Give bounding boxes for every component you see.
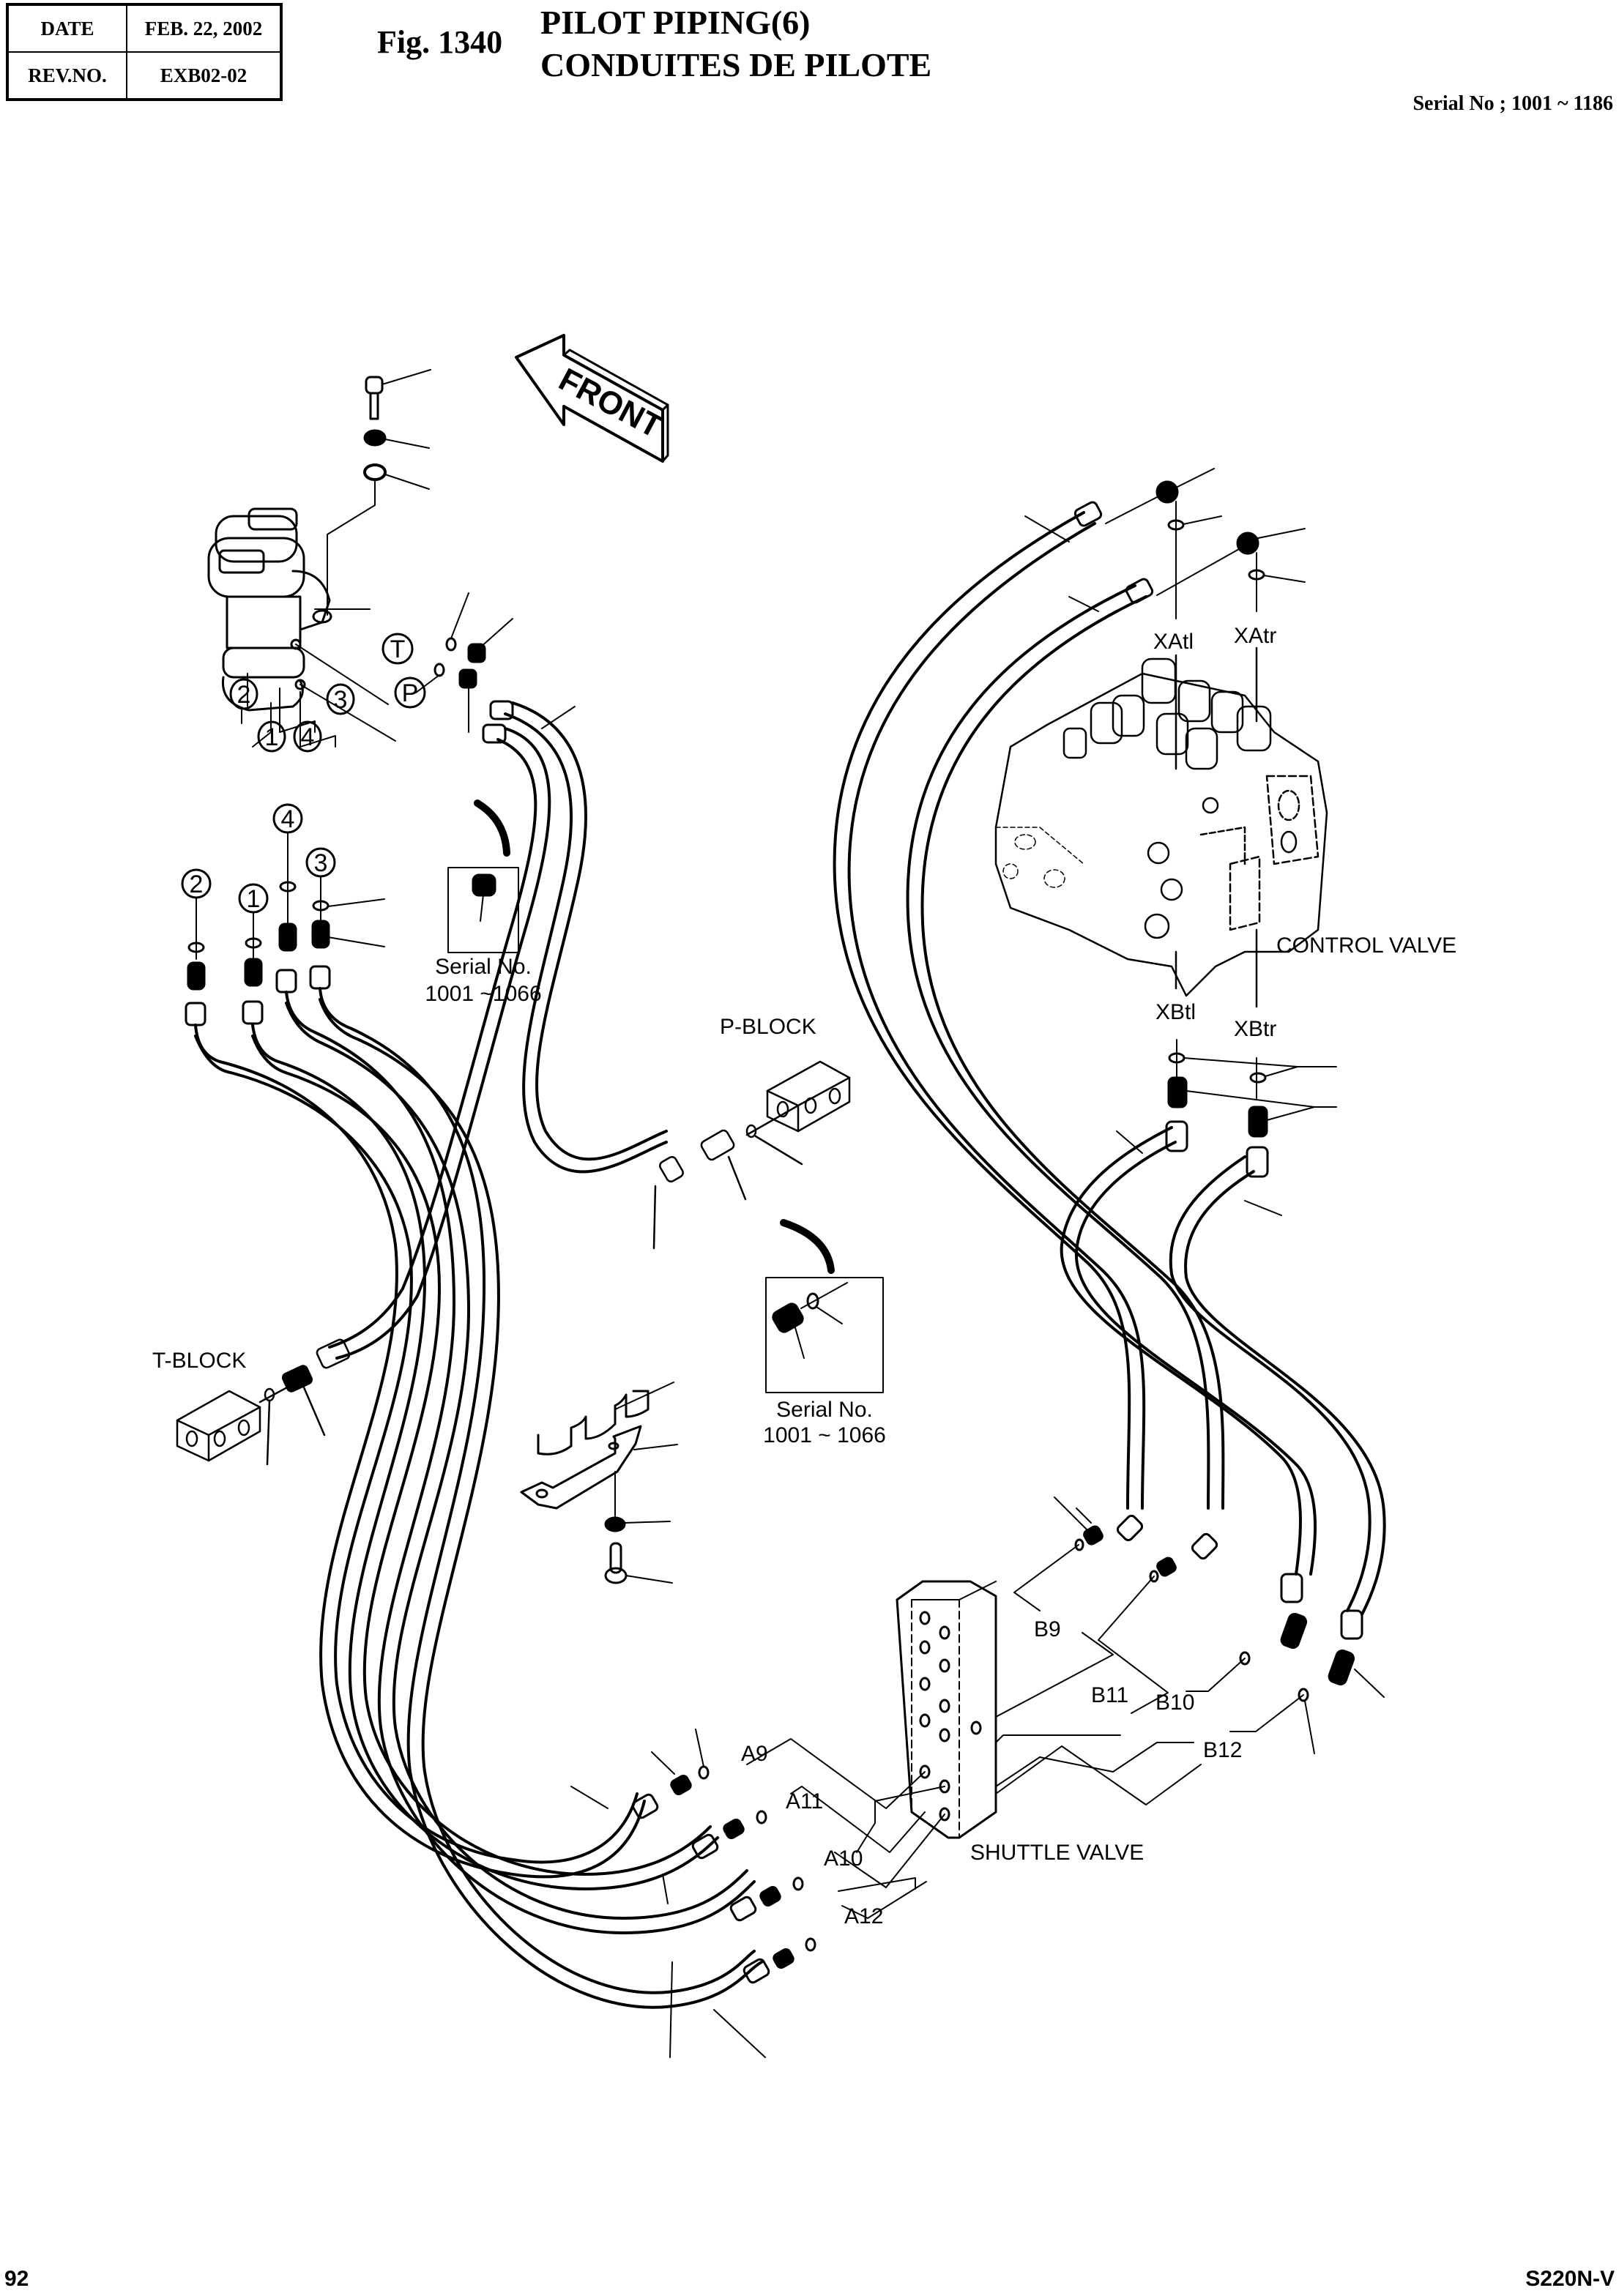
front-arrow-icon: FRONT xyxy=(515,334,669,463)
fitting-adapters xyxy=(187,881,330,991)
port-label-b11: B11 xyxy=(1091,1683,1128,1707)
inset-top-caption-2: 1001 ~1066 xyxy=(425,982,541,1006)
svg-text:1: 1 xyxy=(265,723,279,751)
port-label-a9: A9 xyxy=(741,1742,768,1766)
shuttle-valve-label: SHUTTLE VALVE xyxy=(970,1841,1144,1865)
svg-text:T: T xyxy=(390,636,406,663)
callout-4: 4 xyxy=(293,720,322,753)
b-port-leaders xyxy=(995,1544,1304,1805)
svg-text:4: 4 xyxy=(281,805,295,833)
a-port-leaders xyxy=(746,1738,945,1919)
port-label-b10: B10 xyxy=(1155,1691,1194,1715)
port-callout-t: T xyxy=(382,633,414,665)
rev-label: REV.NO. xyxy=(7,51,127,100)
svg-text:4: 4 xyxy=(301,723,315,751)
port-label-a10: A10 xyxy=(824,1846,863,1871)
clamp-washer-icon xyxy=(604,1516,671,1532)
travel-pedal-valve xyxy=(207,507,396,748)
rev-value: EXB02-02 xyxy=(126,51,282,100)
svg-text:2: 2 xyxy=(190,871,204,898)
port-label-b12: B12 xyxy=(1203,1738,1242,1762)
adapter-icon xyxy=(458,668,477,689)
fitting-callout-4: 4 xyxy=(272,803,303,927)
port-label-a12: A12 xyxy=(844,1904,883,1928)
model-number: S220N-V xyxy=(1525,2267,1615,2291)
a-side-fittings xyxy=(631,1729,816,1984)
adapter-icon xyxy=(467,643,486,663)
port-label-xbtr: XBtr xyxy=(1234,1017,1276,1041)
b-side-fittings xyxy=(1054,1496,1385,1754)
lock-washer-icon xyxy=(363,429,430,449)
port-label-xatr: XAtr xyxy=(1234,624,1276,648)
bolt-icon xyxy=(365,369,431,420)
page-title-en: PILOT PIPING(6) xyxy=(540,4,811,41)
revision-table: DATE FEB. 22, 2002 REV.NO. EXB02-02 xyxy=(6,3,283,101)
hose-clamp xyxy=(537,1382,674,1456)
inset-top-caption-1: Serial No. xyxy=(435,955,532,979)
date-value: FEB. 22, 2002 xyxy=(126,4,282,53)
page-title-fr: CONDUITES DE PILOTE xyxy=(540,46,932,83)
hose-bundle-right xyxy=(833,501,1386,1616)
port-callout-p: P xyxy=(394,676,426,709)
page-number: 92 xyxy=(4,2267,29,2291)
inset-mid-caption-2: 1001 ~ 1066 xyxy=(763,1423,886,1447)
control-valve-a-fittings xyxy=(1105,468,1306,619)
control-valve-label: CONTROL VALVE xyxy=(1276,933,1456,958)
p-block-label: P-BLOCK xyxy=(720,1015,816,1039)
inset-mid-caption-1: Serial No. xyxy=(776,1398,873,1422)
t-block xyxy=(176,1338,351,1466)
callout-1: 1 xyxy=(257,720,286,753)
callout-3: 3 xyxy=(326,683,355,715)
fitting-callout-2: 2 xyxy=(181,868,212,960)
port-label-xbtl: XBtl xyxy=(1155,1000,1196,1024)
fitting-callout-1: 1 xyxy=(238,883,269,960)
serial-range: Serial No ; 1001 ~ 1186 xyxy=(1413,92,1613,115)
hose-bundle-left xyxy=(185,965,766,2058)
serial-inset-mid: Serial No. 1001 ~ 1066 xyxy=(763,1219,886,1447)
svg-text:1: 1 xyxy=(247,885,261,913)
o-ring-icon xyxy=(433,663,445,677)
callout-2: 2 xyxy=(229,678,258,710)
svg-text:3: 3 xyxy=(334,686,348,714)
p-block xyxy=(652,1060,851,1250)
svg-text:P: P xyxy=(402,679,419,707)
figure-number: Fig. 1340 xyxy=(377,24,503,60)
control-valve xyxy=(994,646,1328,1008)
port-label-xatl: XAtl xyxy=(1153,630,1194,654)
o-ring-icon xyxy=(445,637,457,652)
control-valve-b-fittings xyxy=(1165,1039,1337,1178)
clamp-bracket xyxy=(520,1425,678,1520)
clamp-bolt-icon xyxy=(604,1542,673,1584)
port-label-b9: B9 xyxy=(1034,1617,1061,1641)
hose-bundle-upper xyxy=(328,700,668,1360)
svg-text:3: 3 xyxy=(314,849,328,877)
svg-text:2: 2 xyxy=(237,681,251,709)
washer-icon xyxy=(327,463,430,616)
date-label: DATE xyxy=(7,4,127,53)
t-block-label: T-BLOCK xyxy=(152,1349,246,1373)
shuttle-valve xyxy=(896,1580,997,1839)
serial-inset-top: Serial No. 1001 ~1066 xyxy=(425,800,542,1006)
port-label-a11: A11 xyxy=(786,1789,823,1814)
